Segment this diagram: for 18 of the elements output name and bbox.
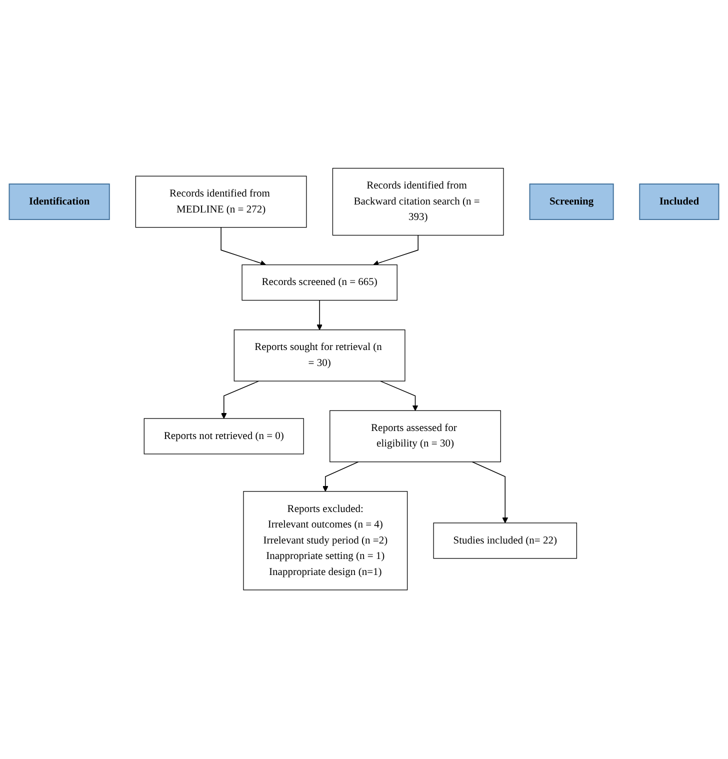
- arrow: [322, 462, 359, 492]
- node-box: Screening: [529, 184, 614, 220]
- node-box: Reports not retrieved (n = 0): [144, 418, 304, 455]
- node-box: Records screened (n = 665): [242, 264, 398, 301]
- node-box: Included: [639, 184, 720, 220]
- arrow: [220, 227, 266, 266]
- node-box: Identification: [8, 184, 110, 220]
- node-box: Studies included (n= 22): [433, 523, 578, 560]
- arrow: [472, 462, 508, 524]
- node-box: Reports excluded: Irrelevant outcomes (n = 4) Irrelevant study period (n =2) Inappropriate setting (n = 1) Inappropriate design (n=1): [243, 491, 408, 591]
- node-box: Reports sought for retrieval (n = 30): [234, 330, 406, 382]
- arrow: [221, 381, 260, 420]
- arrow: [316, 300, 322, 330]
- arrow: [373, 235, 418, 266]
- node-box: Records identified from Backward citation search (n = 393): [332, 168, 504, 236]
- arrow: [380, 381, 418, 412]
- node-box: Reports assessed for eligibility (n = 30): [330, 410, 501, 463]
- node-box: Records identified from MEDLINE (n = 272): [135, 176, 307, 228]
